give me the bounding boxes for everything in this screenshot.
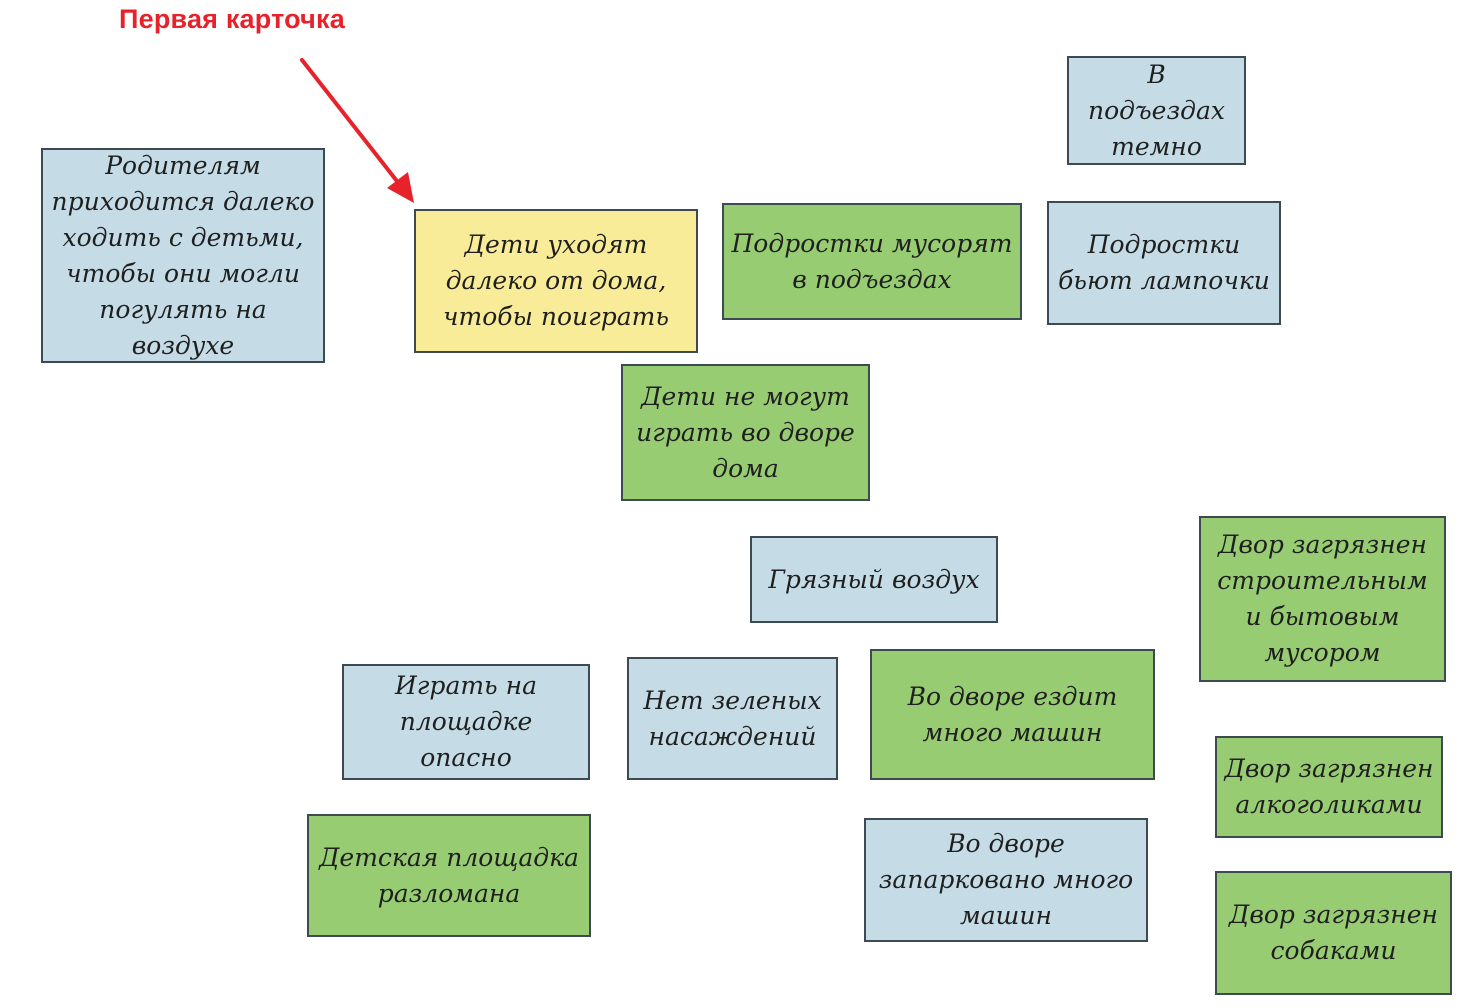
card-text: Во дворе запарковано много машин [878,829,1134,930]
card-text: Нет зеленых насаждений [643,685,822,751]
card-text: Подростки бьют лампочки [1058,230,1270,295]
card-no-greenery: Нет зеленых насаждений [627,657,838,780]
card-playground-dangerous: Играть на площадке опасно [342,664,590,780]
card-playground-broken: Детская площадка разломана [307,814,591,937]
card-yard-alcoholics: Двор загрязнен алкоголиками [1215,736,1443,838]
card-dirty-air: Грязный воздух [750,536,998,623]
card-text: Грязный воздух [768,564,980,594]
card-parents-walk-far: Родителям приходится далеко ходить с дет… [41,148,325,363]
card-text: Родителям приходится далеко ходить с дет… [51,150,315,360]
card-text: В подъездах темно [1088,59,1225,161]
first-card-annotation-label: Первая карточка [119,4,345,34]
card-text: Дети уходят далеко от дома, чтобы поигра… [443,230,669,331]
card-kids-cannot-play-yard: Дети не могут играть во дворе дома [621,364,870,501]
card-text: Подростки мусорят в подъездах [731,228,1013,294]
card-text: Двор загрязнен алкоголиками [1224,754,1434,819]
card-text: Двор загрязнен собаками [1229,900,1438,965]
card-text: Дети не могут играть во дворе дома [636,381,855,483]
card-entrances-dark: В подъездах темно [1067,56,1246,165]
card-text: Во дворе ездит много машин [907,681,1118,747]
card-yard-dogs: Двор загрязнен собаками [1215,871,1452,995]
card-text: Двор загрязнен строительным и бытовым му… [1217,530,1428,667]
card-text: Играть на площадке опасно [395,671,537,772]
card-text: Детская площадка разломана [319,842,579,908]
card-many-cars-parked: Во дворе запарковано много машин [864,818,1148,942]
card-many-cars-drive: Во дворе ездит много машин [870,649,1155,780]
card-teens-break-bulbs: Подростки бьют лампочки [1047,201,1281,325]
card-yard-construction-garbage: Двор загрязнен строительным и бытовым му… [1199,516,1446,682]
card-teens-litter-entrances: Подростки мусорят в подъездах [722,203,1022,320]
card-first-kids-leave-home: Дети уходят далеко от дома, чтобы поигра… [414,209,698,353]
